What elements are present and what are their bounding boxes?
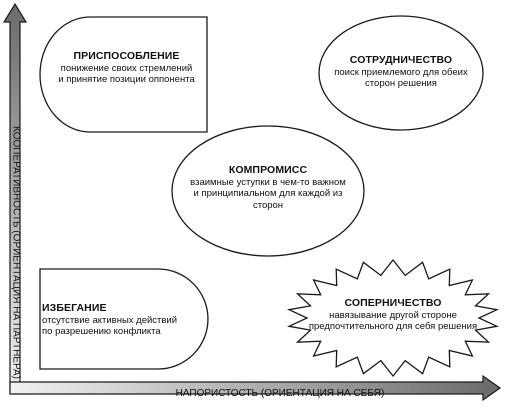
avoidance-shape [39, 268, 209, 370]
collaboration-desc-line1: поиск приемлемого для обеих [334, 66, 468, 78]
y-axis-arrow [2, 2, 28, 393]
competition-desc-line1: навязывание другой стороне [329, 309, 457, 321]
compromise-title: КОМПРОМИСС [228, 164, 308, 176]
compromise-text: КОМПРОМИСС взаимные уступки в чем-то важ… [180, 164, 356, 212]
compromise-desc-line3: сторон [252, 199, 284, 211]
compromise-desc-line2: и принципиальном для каждой из [193, 188, 343, 200]
adaptation-shape [39, 16, 208, 133]
avoidance-text: ИЗБЕГАНИЕ отсутствие активных действий п… [42, 302, 210, 338]
x-axis-label: НАПОРИСТОСТЬ (ОРИЕНТАЦИЯ НА СЕБЯ) [175, 388, 385, 399]
adaptation-text: ПРИСПОСОБЛЕНИЕ понижение своих стремлени… [44, 50, 209, 86]
compromise-shape [171, 125, 365, 257]
competition-title: СОПЕРНИЧЕСТВО [344, 297, 442, 309]
y-axis-label: КООПЕРАТИВНОСТЬ (ОРИЕНТАЦИЯ НА ПАРТНЕРА) [10, 126, 22, 379]
adaptation-desc-line1: понижение своих стремлений [60, 62, 193, 74]
adaptation-title: ПРИСПОСОБЛЕНИЕ [73, 50, 180, 62]
adaptation-desc-line2: и принятие позиции оппонента [58, 74, 195, 86]
competition-shape [286, 258, 500, 378]
avoidance-desc-line1: отсутствие активных действий [42, 314, 178, 326]
compromise-desc-line1: взаимные уступки в чем-то важном [190, 176, 346, 188]
collaboration-desc-line2: сторон решения [365, 78, 437, 90]
x-axis-arrow [9, 374, 502, 402]
competition-text: СОПЕРНИЧЕСТВО навязывание другой стороне… [293, 297, 493, 333]
collaboration-shape [318, 15, 484, 131]
collaboration-text: СОТРУДНИЧЕСТВО поиск приемлемого для обе… [321, 54, 481, 90]
collaboration-title: СОТРУДНИЧЕСТВО [349, 54, 453, 66]
avoidance-desc-line2: по разрешению конфликта [42, 326, 161, 338]
avoidance-title: ИЗБЕГАНИЕ [42, 302, 107, 314]
competition-desc-line2: предпочтительного для себя решения [308, 321, 478, 333]
